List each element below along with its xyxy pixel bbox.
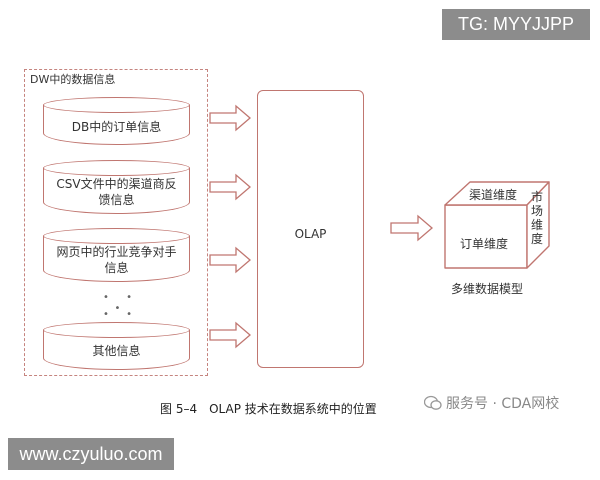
cube-top-label: 渠道维度 <box>469 188 518 202</box>
dw-data-group <box>24 69 208 376</box>
data-source-cylinder: 其他信息 <box>42 322 190 370</box>
url-watermark-badge: www.czyuluo.com <box>8 438 174 470</box>
cube-front-label: 订单维度 <box>460 237 509 251</box>
cylinder-top <box>42 97 190 113</box>
data-source-cylinder: DB中的订单信息 <box>42 97 190 145</box>
cylinder-top <box>42 228 190 244</box>
cube-side-face <box>526 181 550 269</box>
data-source-label: 网页中的行业竞争对手 <box>56 245 177 259</box>
data-source-label: 信息 <box>104 261 129 275</box>
wechat-icon <box>424 395 442 410</box>
olap-box: OLAP <box>257 90 364 368</box>
tg-watermark-badge: TG: MYYJJPP <box>442 9 590 40</box>
figure-caption: 图 5–4 OLAP 技术在数据系统中的位置 <box>160 402 377 416</box>
arrow-right-icon <box>209 321 251 349</box>
data-source-label: 馈信息 <box>98 193 135 207</box>
dw-group-title: DW中的数据信息 <box>30 73 116 86</box>
cube-side-label: 市 场 维 度 <box>531 190 544 246</box>
arrow-right-icon <box>209 246 251 274</box>
data-source-label: CSV文件中的渠道商反 <box>56 177 177 191</box>
cube-caption: 多维数据模型 <box>451 282 524 296</box>
data-source-cylinder: 网页中的行业竞争对手 信息 <box>42 228 190 282</box>
arrow-right-icon <box>209 173 251 201</box>
olap-label: OLAP <box>294 227 327 241</box>
arrow-right-icon <box>209 104 251 132</box>
ellipsis-dots: • • • <box>103 292 139 314</box>
cylinder-top <box>42 322 190 338</box>
cylinder-top <box>42 160 190 176</box>
wechat-watermark-text: 服务号 · CDA网校 <box>446 396 560 412</box>
wechat-watermark: 服务号 · CDA网校 <box>424 393 559 413</box>
data-source-label: 其他信息 <box>92 344 141 358</box>
data-source-cylinder: CSV文件中的渠道商反 馈信息 <box>42 160 190 214</box>
arrow-right-icon <box>390 214 433 242</box>
data-source-label: DB中的订单信息 <box>71 120 162 134</box>
